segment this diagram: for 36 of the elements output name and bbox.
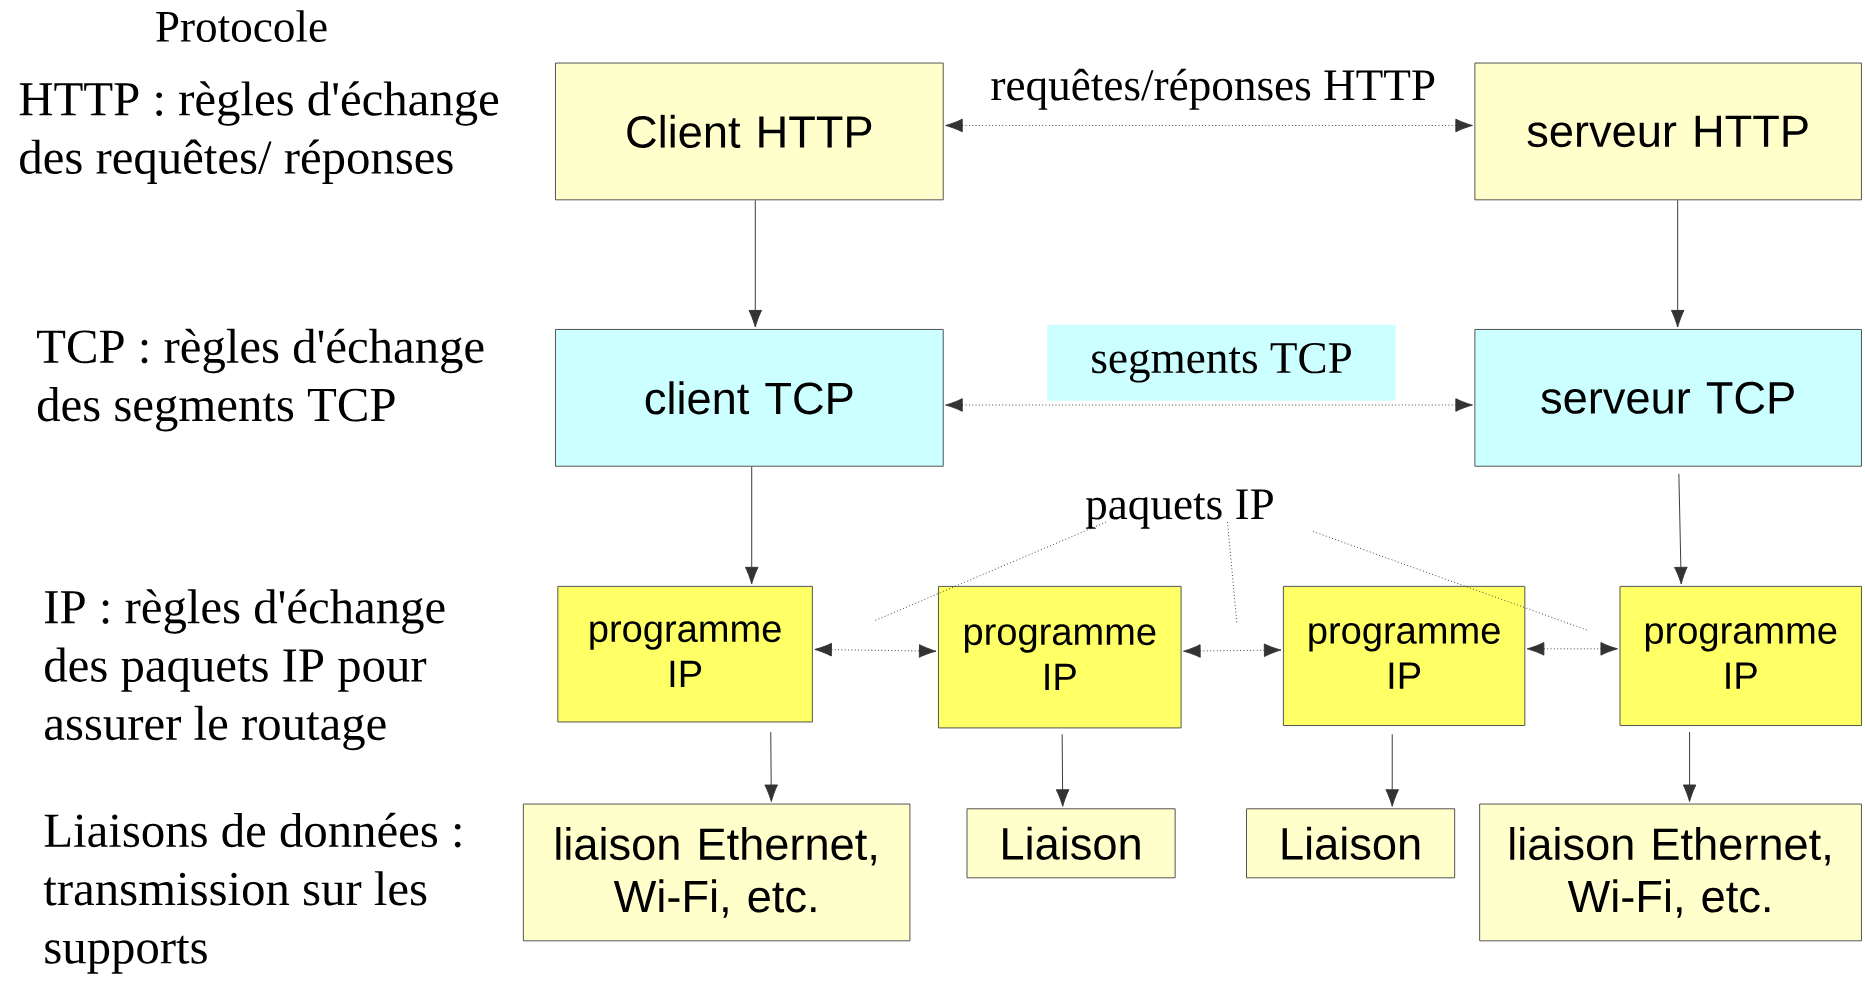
process-box: programme IP — [938, 585, 1182, 729]
layer-description: TCP : règles d'échange des segments TCP — [37, 328, 484, 432]
process-box: programme IP — [1619, 585, 1862, 727]
process-box: liaison Ethernet, Wi-Fi, etc. — [1479, 803, 1862, 942]
arrow — [1674, 473, 1688, 585]
edge-label: requêtes/réponses HTTP — [988, 66, 1439, 113]
layer-description: HTTP : règles d'échange des requêtes/ réponses — [19, 81, 499, 184]
process-box: serveur TCP — [1474, 329, 1862, 467]
arrow — [945, 398, 1473, 412]
arrow — [744, 466, 759, 585]
edge-label: segments TCP — [1047, 324, 1396, 401]
arrow — [1055, 733, 1070, 807]
annotation-text: paquets IP — [1085, 489, 1273, 529]
leader-line — [1312, 531, 1589, 631]
leader-line — [873, 521, 1107, 622]
arrow — [1183, 643, 1282, 658]
process-box: programme IP — [557, 585, 813, 723]
arrow — [764, 731, 778, 803]
layer-description: Liaisons de données : transmission sur les supports — [43, 812, 461, 974]
arrow — [814, 642, 937, 658]
process-box: serveur HTTP — [1474, 62, 1862, 201]
arrow — [748, 199, 763, 328]
heading: Protocole — [156, 10, 327, 43]
arrow — [1682, 731, 1697, 803]
arrow — [945, 118, 1473, 133]
process-box: programme IP — [1282, 585, 1526, 727]
process-box: liaison Ethernet, Wi-Fi, etc. — [522, 803, 911, 942]
process-box: Liaison — [1246, 808, 1456, 879]
leader-line — [1227, 521, 1238, 625]
process-box: Client HTTP — [555, 62, 944, 201]
arrow — [1670, 199, 1685, 328]
process-box: Liaison — [966, 808, 1176, 879]
arrow — [1526, 642, 1619, 656]
layer-description: IP : règles d'échange des paquets IP pour assurer le routage — [45, 589, 445, 751]
arrow — [1385, 733, 1399, 807]
process-box: client TCP — [555, 329, 944, 467]
